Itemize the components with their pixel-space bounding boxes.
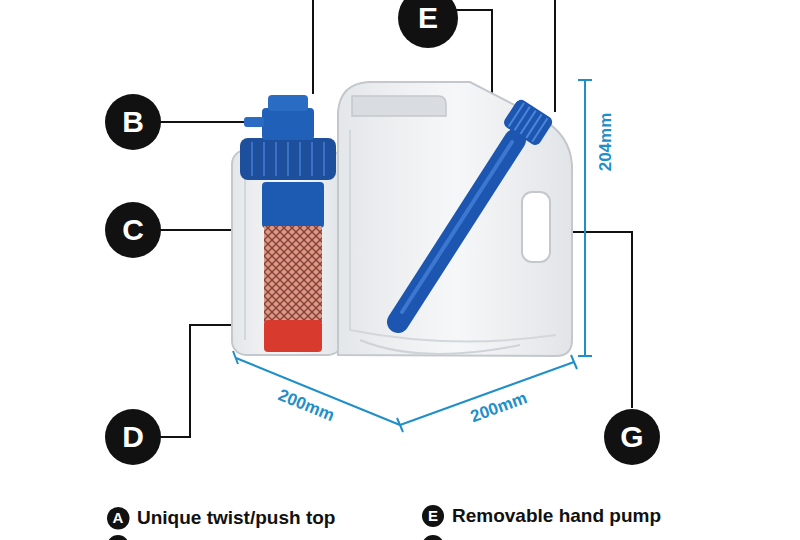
leader-line — [312, 0, 314, 94]
circle-fill — [105, 94, 161, 150]
callout-letter: C — [122, 215, 144, 245]
legend-text: Unique twist/push top — [137, 508, 335, 529]
dimension-label: 204mm — [597, 113, 616, 172]
leader-lines — [160, 0, 632, 437]
leader-line — [160, 121, 246, 123]
jerrycan-body — [232, 82, 572, 356]
twist-push-cap — [240, 95, 336, 180]
dimension-label: 200mm — [275, 386, 336, 425]
circle-fill — [105, 202, 161, 258]
carry-handle — [522, 192, 550, 262]
circle-fill — [604, 409, 660, 465]
callout-letter: E — [418, 3, 438, 33]
callout-letter: B — [122, 107, 144, 137]
callout-circle: E — [398, 0, 458, 48]
legend-marker — [422, 535, 444, 540]
dimension-lines — [233, 80, 592, 432]
callout-letter: E — [428, 508, 438, 523]
filter-cartridge — [262, 182, 324, 352]
callout-letter: G — [620, 422, 643, 452]
callout-circle: B — [105, 94, 161, 150]
circle-fill — [422, 505, 444, 527]
dimension-label: 200mm — [468, 389, 529, 427]
callout-circle: G — [604, 409, 660, 465]
callout-letter: A — [113, 510, 124, 525]
legend-marker — [107, 535, 129, 540]
circle-fill — [107, 507, 130, 530]
circle-fill — [105, 409, 161, 465]
legend-text: Removable hand pump — [452, 506, 661, 527]
circle-fill — [398, 0, 458, 48]
leader-line — [554, 0, 556, 112]
legend-circle: A — [107, 507, 130, 530]
callout-letter: D — [122, 422, 144, 452]
callout-circle: D — [105, 409, 161, 465]
callout-circle: C — [105, 202, 161, 258]
legend-circle: E — [422, 505, 444, 527]
hand-pump — [398, 97, 554, 322]
